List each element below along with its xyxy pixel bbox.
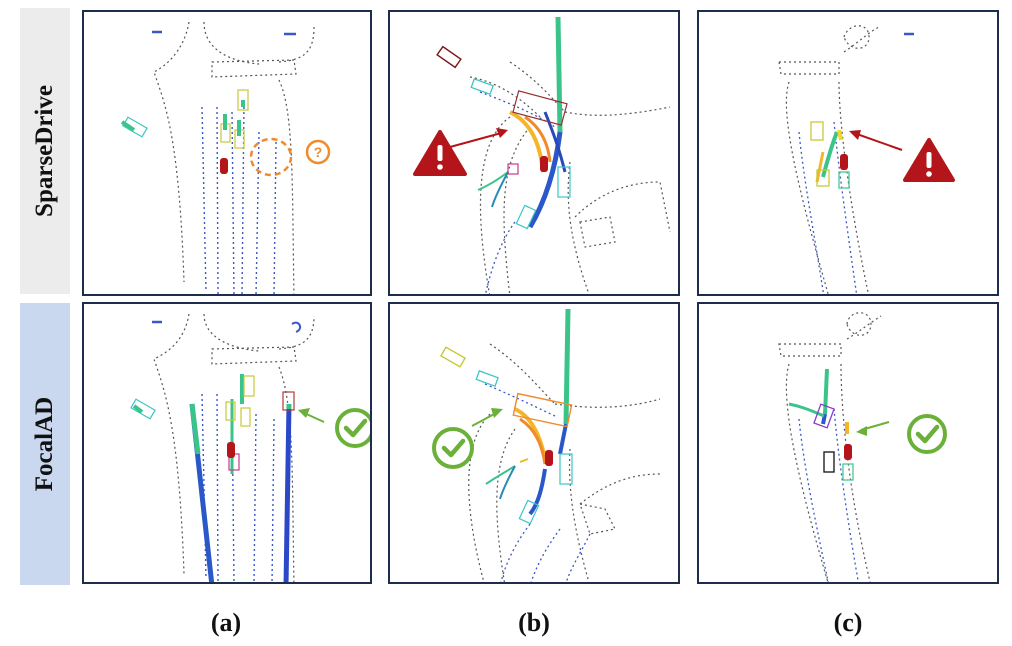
caption-a: (a)	[210, 608, 242, 637]
panel-b-focalad	[388, 302, 680, 584]
warning-arrow	[449, 131, 506, 148]
lane-lines	[484, 383, 591, 582]
row-label-sparsedrive: SparseDrive	[20, 8, 70, 294]
ego-vehicle	[227, 442, 235, 458]
road-boundaries	[469, 61, 671, 294]
panel-a-sparsedrive: ?	[82, 10, 372, 296]
ego-vehicle	[540, 156, 548, 172]
warning-arrowhead	[849, 130, 861, 140]
row-label-text: SparseDrive	[31, 85, 59, 217]
lane-lines	[201, 101, 277, 294]
warning-arrowhead	[496, 128, 508, 138]
road-boundaries	[153, 313, 315, 582]
caption-b: (b)	[518, 608, 550, 637]
warning-arrow	[853, 132, 903, 151]
checkmark-icon	[907, 414, 947, 454]
svg-text:?: ?	[314, 144, 323, 160]
lane-lines	[798, 121, 858, 294]
agent-boxes	[810, 121, 850, 189]
agent-boxes	[440, 346, 573, 525]
panel-a-focalad	[82, 302, 372, 584]
agent-boxes	[120, 89, 249, 149]
row-label-focalad: FocalAD	[20, 303, 70, 585]
ego-vehicle	[844, 444, 852, 460]
lane-fragment	[291, 321, 302, 333]
caption-c: (c)	[833, 608, 863, 637]
row-label-text: FocalAD	[31, 396, 59, 492]
ego-vehicle	[220, 158, 228, 174]
success-arrowhead	[491, 408, 503, 418]
panel-c-focalad	[697, 302, 999, 584]
lane-lines	[479, 91, 556, 294]
panel-c-sparsedrive	[697, 10, 999, 296]
road-boundaries	[153, 21, 315, 294]
lane-lines	[201, 393, 275, 582]
agent-trajectories	[189, 374, 292, 582]
lane-lines	[798, 408, 859, 582]
checkmark-icon	[335, 408, 370, 448]
question-icon	[305, 139, 331, 165]
agent-boxes	[813, 403, 854, 481]
success-arrowhead	[298, 408, 310, 418]
agent-trajectories	[485, 308, 571, 516]
success-arrowhead	[856, 426, 867, 436]
checkmark-icon	[432, 427, 474, 469]
road-boundaries	[778, 25, 880, 294]
ego-vehicle	[840, 154, 848, 170]
ego-vehicle	[545, 450, 553, 466]
missed-region-circle	[249, 137, 293, 177]
panel-b-sparsedrive	[388, 10, 680, 296]
agent-boxes	[130, 375, 295, 471]
agent-boxes	[436, 45, 571, 230]
road-boundaries	[778, 312, 882, 582]
